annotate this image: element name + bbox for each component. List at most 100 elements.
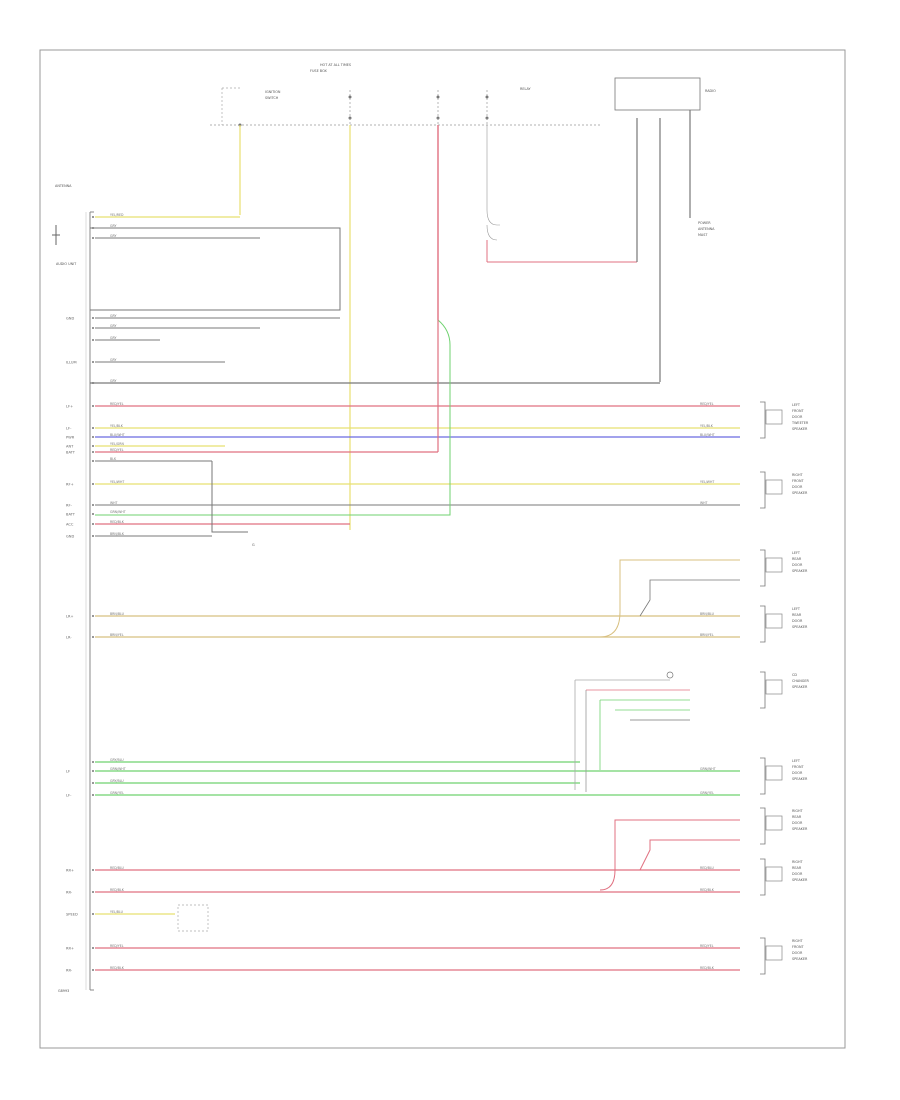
- wire-pin-dot: [92, 891, 94, 893]
- speaker-bracket: [760, 757, 766, 795]
- wire-pin-dot: [92, 227, 94, 229]
- speaker-label: SPEAKER: [792, 625, 808, 629]
- wire-color-label: GRY: [110, 314, 116, 318]
- ground-label: G: [252, 543, 255, 547]
- wire-pin-label: LF-: [66, 794, 72, 798]
- speaker-label: SPEAKER: [792, 685, 808, 689]
- ignition-label-2: SWITCH: [265, 96, 279, 100]
- wire-pin-label: RF+: [66, 483, 74, 487]
- speaker-label: FRONT: [792, 765, 805, 769]
- wire-pin-label: PWR: [66, 436, 75, 440]
- wire-pin-label: LF+: [66, 405, 73, 409]
- wire-color-label-right: GRN/WHT: [700, 767, 716, 771]
- speed-sensor-box: [177, 904, 209, 932]
- wire-pin-dot: [92, 361, 94, 363]
- speaker-label: DOOR: [792, 485, 803, 489]
- fig-label: G8993: [58, 989, 69, 993]
- speaker-bracket: [760, 937, 766, 975]
- speaker-component-4: CD CHANGER SPEAKER: [760, 671, 810, 709]
- speaker-symbol: [765, 613, 783, 629]
- wire-color-label: GRN/WHT: [110, 767, 126, 771]
- speaker-label: RIGHT: [792, 809, 804, 813]
- wire-pin-dot: [92, 405, 94, 407]
- wire-pin-dot: [92, 436, 94, 438]
- speaker-symbol: [765, 679, 783, 695]
- audio-unit-label: AUDIO UNIT: [56, 262, 77, 266]
- speaker-label: SPEAKER: [792, 427, 808, 431]
- speaker-bracket: [760, 401, 766, 439]
- speaker-bracket: [760, 605, 766, 643]
- wire-pin-dot: [92, 339, 94, 341]
- speaker-symbol: [765, 815, 783, 831]
- wire-color-label: BLU/WHT: [110, 433, 125, 437]
- wire-color-label: WHT: [110, 501, 118, 505]
- wire-pin-dot: [92, 504, 94, 506]
- wire-color-label: BLK: [110, 457, 117, 461]
- wire-pin-dot: [92, 483, 94, 485]
- fuse-block-label: HOT AT ALL TIMES: [320, 63, 351, 67]
- wire-color-label-right: RED/BLK: [700, 888, 715, 892]
- speaker-label: SPEAKER: [792, 491, 808, 495]
- speaker-label: CD: [792, 673, 797, 677]
- wire-pin-label: ANT: [66, 445, 74, 449]
- wire-color-label: GRY/BLU: [110, 758, 124, 762]
- wire-pin-label: SPEED: [66, 913, 78, 917]
- wire-color-label: RED/YEL: [110, 448, 124, 452]
- wire-pin-dot: [92, 237, 94, 239]
- mast-label: POWER: [698, 221, 711, 225]
- wire-pin-dot: [92, 794, 94, 796]
- speaker-label: FRONT: [792, 479, 805, 483]
- wire-color-label-right: RED/BLU: [700, 866, 715, 870]
- wire-pin-dot: [92, 615, 94, 617]
- speaker-label: LEFT: [792, 759, 801, 763]
- wire-color-label-right: BRN/YEL: [700, 633, 714, 637]
- wire-pin-dot: [92, 216, 94, 218]
- wire-color-label: YEL/BLK: [110, 424, 124, 428]
- wire-color-label: BRN/YEL: [110, 633, 124, 637]
- mast-label-2: ANTENNA: [698, 227, 715, 231]
- speaker-label: TWEETER: [791, 421, 809, 425]
- wire-color-label: RED/BLK: [110, 888, 125, 892]
- wire-pin-dot: [92, 523, 94, 525]
- speaker-label: SPEAKER: [792, 878, 808, 882]
- component-group: LEFTFRONTDOORTWEETERSPEAKERRIGHTFRONTDOO…: [760, 401, 810, 975]
- wire-color-label: GRN/WHT: [110, 510, 126, 514]
- speaker-label: DOOR: [792, 771, 803, 775]
- wire-pin-dot: [92, 947, 94, 949]
- antenna-label: ANTENNA: [55, 184, 72, 188]
- wire-color-label: GRY: [110, 224, 116, 228]
- speaker-bracket: [760, 471, 766, 509]
- speaker-label: REAR: [792, 866, 802, 870]
- speaker-symbol: [765, 765, 783, 781]
- wire-color-label: GRY: [110, 358, 116, 362]
- wire-pin-label: LR-: [66, 636, 72, 640]
- wire-pin-label: LF-: [66, 427, 72, 431]
- ignition-label: IGNITION: [265, 90, 281, 94]
- wire-color-label: RED/YEL: [110, 944, 124, 948]
- radio-box: [614, 77, 701, 111]
- radio-box-label: RADIO: [705, 89, 716, 93]
- wire-pin-dot: [92, 327, 94, 329]
- wire-pin-label: RR+: [66, 869, 74, 873]
- speaker-bracket: [760, 671, 766, 709]
- speaker-label: DOOR: [792, 619, 803, 623]
- wire-pin-dot: [92, 782, 94, 784]
- mast-label-3: MAST: [698, 233, 708, 237]
- wire-pin-label: RR+: [66, 947, 74, 951]
- speaker-bracket: [760, 549, 766, 587]
- speaker-label: DOOR: [792, 872, 803, 876]
- speaker-symbol: [765, 479, 783, 495]
- wire-pin-dot: [92, 636, 94, 638]
- wire-pin-label: LF: [66, 770, 70, 774]
- wire-color-label-right: YEL/WHT: [700, 480, 714, 484]
- speaker-label: CHANGER: [792, 679, 810, 683]
- speaker-symbol: [765, 945, 783, 961]
- wire-color-label: YEL/GRN: [110, 442, 124, 446]
- speaker-symbol: [765, 557, 783, 573]
- speaker-label: SPEAKER: [792, 827, 808, 831]
